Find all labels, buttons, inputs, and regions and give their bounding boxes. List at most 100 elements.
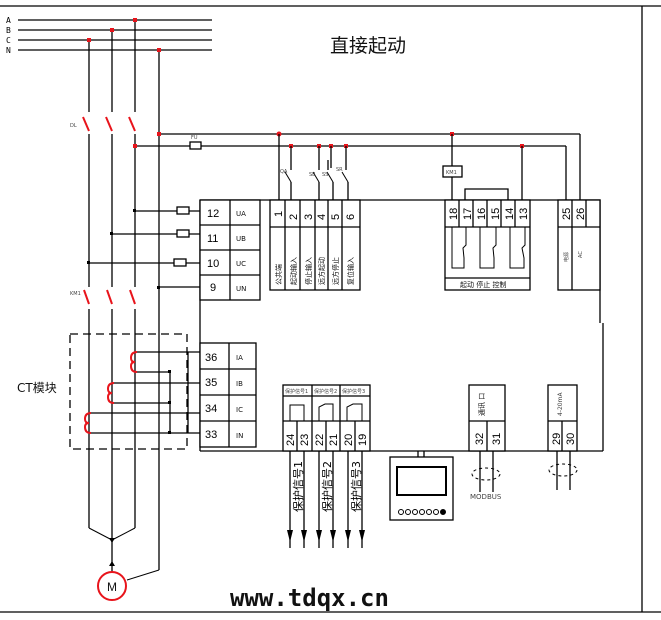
display-screen <box>396 466 447 496</box>
protection-output-block: 保护信号1 保护信号2 保护信号3 24 23 22 21 20 19 <box>282 384 371 452</box>
svg-text:4-20mA: 4-20mA <box>557 392 564 416</box>
terminal-26: 26 <box>575 208 587 220</box>
arrow-down-icon <box>330 530 336 542</box>
svg-text:QA: QA <box>280 169 288 175</box>
terminal-4: 4 <box>316 214 328 220</box>
ct-coil-c-icon <box>83 412 92 434</box>
svg-text:远方停止: 远方停止 <box>331 257 340 285</box>
power-supply-block: 25 26 电源 AC <box>557 199 601 291</box>
digital-input-block: 1 2 3 4 5 6 公共端 起动输入 停止输入 远方起动 远方停止 复位输入 <box>269 199 361 291</box>
ct-coil-b-icon <box>106 382 115 404</box>
comm-label: MODBUS <box>470 493 502 501</box>
fuse-uc-icon <box>173 258 187 267</box>
terminal-35: 35 <box>205 377 217 389</box>
terminal-2: 2 <box>288 214 300 220</box>
terminal-5: 5 <box>330 214 342 220</box>
bus-bars: A B C N <box>6 16 212 55</box>
phase-label-a: A <box>6 16 11 25</box>
terminal-30: 30 <box>565 433 577 445</box>
terminal-31: 31 <box>491 433 503 445</box>
terminal-17: 17 <box>462 208 474 220</box>
terminal-21: 21 <box>328 434 340 446</box>
svg-text:IA: IA <box>236 354 243 362</box>
svg-text:UB: UB <box>236 235 246 243</box>
motor-connection: M <box>88 527 160 601</box>
input-switches: QA SB SS SR <box>278 134 349 200</box>
terminal-11: 11 <box>207 233 218 245</box>
arrow-down-icon <box>316 530 322 542</box>
phase-label-n: N <box>6 46 11 55</box>
protection-signal-1-label: 保护信号1 <box>291 461 305 512</box>
terminal-9: 9 <box>210 282 216 294</box>
ct-module: CT模块 <box>17 333 200 450</box>
terminal-14: 14 <box>504 208 516 220</box>
terminal-13: 13 <box>518 208 530 220</box>
terminal-25: 25 <box>561 208 573 220</box>
arrow-down-icon <box>359 530 365 542</box>
voltage-terminal-block: 12 11 10 9 UA UB UC UN <box>199 199 261 301</box>
terminal-33: 33 <box>205 429 217 441</box>
svg-text:UA: UA <box>236 210 246 218</box>
shield-icon <box>548 463 578 477</box>
svg-text:IN: IN <box>236 432 243 440</box>
svg-text:保护信号3: 保护信号3 <box>342 388 365 395</box>
terminal-1: 1 <box>273 211 285 217</box>
svg-text:SB: SB <box>309 172 316 178</box>
svg-text:停止输入: 停止输入 <box>304 257 313 285</box>
breaker-label: DL <box>70 123 77 129</box>
fuse-ub-icon <box>176 229 190 238</box>
terminal-22: 22 <box>314 434 326 446</box>
phase-label-c: C <box>6 36 11 45</box>
terminal-12: 12 <box>207 208 219 220</box>
svg-text:复位输入: 复位输入 <box>346 257 355 285</box>
svg-text:起动 停止 控制: 起动 停止 控制 <box>460 280 506 289</box>
phase-conductors <box>87 18 161 570</box>
website-url: www.tdqx.cn <box>230 584 389 612</box>
contactor-label: KM1 <box>70 291 81 297</box>
fuse-label: FU <box>191 135 198 141</box>
phase-label-b: B <box>6 26 11 35</box>
arrow-down-icon <box>345 530 351 542</box>
display-unit <box>389 451 454 521</box>
fuse-icon <box>189 141 202 150</box>
protection-signal-3-label: 保护信号3 <box>349 461 363 512</box>
terminal-20: 20 <box>343 434 355 446</box>
terminal-10: 10 <box>207 258 219 270</box>
svg-text:远方起动: 远方起动 <box>317 257 326 285</box>
terminal-6: 6 <box>345 214 357 220</box>
terminal-36: 36 <box>205 352 217 364</box>
terminal-15: 15 <box>490 208 502 220</box>
svg-text:AC: AC <box>578 251 584 258</box>
current-terminal-block: 36 35 34 33 IA IB IC IN <box>199 342 257 448</box>
terminal-24: 24 <box>285 434 297 446</box>
svg-text:UC: UC <box>236 260 246 268</box>
coil-label: KM1 <box>446 170 457 176</box>
svg-text:起动输入: 起动输入 <box>289 257 298 285</box>
jumper <box>464 188 509 200</box>
diagram-title: 直接起动 <box>330 35 406 57</box>
breaker-dl: DL <box>70 112 142 134</box>
comm-port-block: 通讯 口 32 31 MODBUS <box>468 384 506 501</box>
terminal-19: 19 <box>357 434 369 446</box>
svg-text:IC: IC <box>236 406 243 414</box>
protection-signal-2-label: 保护信号2 <box>320 461 334 512</box>
svg-text:电源: 电源 <box>563 252 570 262</box>
terminal-16: 16 <box>476 208 488 220</box>
arrow-down-icon <box>301 530 307 542</box>
fuse-ua-icon <box>176 206 190 215</box>
svg-text:SS: SS <box>322 172 328 178</box>
ct-coil-a-icon <box>129 351 138 373</box>
svg-text:UN: UN <box>236 285 246 293</box>
svg-text:保护信号1: 保护信号1 <box>285 388 308 395</box>
svg-text:通讯 口: 通讯 口 <box>477 393 486 416</box>
terminal-29: 29 <box>551 433 563 445</box>
svg-text:SR: SR <box>336 167 343 173</box>
svg-text:公共端: 公共端 <box>274 264 283 285</box>
arrow-down-icon <box>287 530 293 542</box>
terminal-23: 23 <box>299 434 311 446</box>
ct-module-label: CT模块 <box>17 381 57 395</box>
relay-output-block: 18 17 16 15 14 13 起动 停止 控制 <box>444 199 531 291</box>
terminal-18: 18 <box>448 208 460 220</box>
terminal-32: 32 <box>474 433 486 445</box>
